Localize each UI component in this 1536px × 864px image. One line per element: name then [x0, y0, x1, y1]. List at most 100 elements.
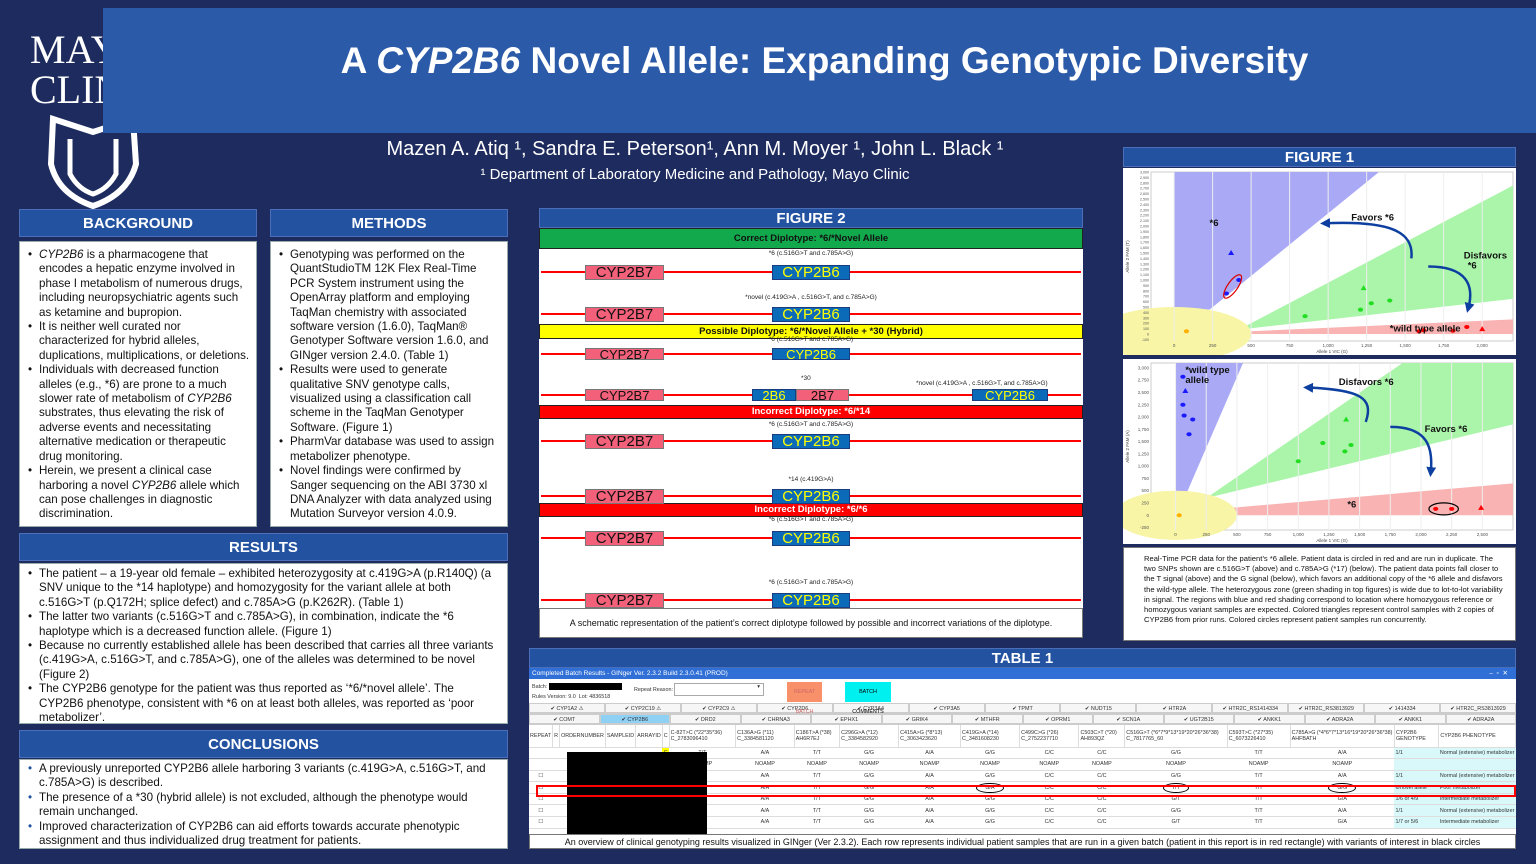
gene-tab[interactable]: ✔ HTR2C_RS1414334 [1212, 703, 1289, 713]
table-cell [552, 816, 560, 829]
repeat-cell[interactable]: ☐ [529, 804, 553, 818]
batch-toolbar: Batch: Rules Version: 9.0 Lot: 4836518 R… [529, 679, 1516, 715]
bullet-item: Genotyping was performed on the QuantStu… [279, 248, 501, 363]
gene-tab[interactable]: ✔ CYP3A4 [832, 703, 909, 713]
gene-tab[interactable]: ✔ CHRNA3 [740, 714, 811, 724]
column-header[interactable]: C-82T>C (*22*35*36) C_2783096410 [669, 725, 737, 748]
gene-tab[interactable]: ✔ GRIK4 [881, 714, 952, 724]
cyp2b6-gene-box: CYP2B6 [772, 592, 850, 608]
plot-annotation: *6 [1347, 499, 1356, 510]
gene-tab[interactable]: ✔ ADRA2A [1445, 714, 1516, 724]
patient-row-highlight [536, 785, 1516, 797]
gene-tab[interactable]: ✔ HTR2C_RS3813929 [1288, 703, 1365, 713]
y-tick-label: -250 [1140, 525, 1150, 530]
gene-tab[interactable]: ✔ CYP2C9 ⚠ [680, 703, 757, 713]
allele-label: *novel (c.419G>A , c.516G>T, and c.785A>… [745, 294, 877, 301]
shield-icon [47, 114, 140, 210]
column-header[interactable]: C593T>C (*27*35) C_6073226410 [1227, 725, 1291, 748]
column-header[interactable]: C [662, 725, 670, 748]
genotype-call-cell: G/G [839, 781, 899, 794]
bullet-text: Genotyping was performed on the QuantStu… [290, 248, 489, 362]
gene-tab[interactable]: ✔ CYP3A5 [908, 703, 985, 713]
bullet-text: Improved characterization of CYP2B6 can … [39, 819, 460, 848]
genotype-call-cell: NOAMP [735, 758, 795, 771]
column-header[interactable]: R [552, 725, 561, 748]
sample-point [1183, 329, 1190, 334]
column-header[interactable]: SAMPLEID [605, 725, 637, 748]
allele-label: *6 (c.516G>T and c.785A>G) [768, 516, 854, 523]
background-section: CYP2B6 is a pharmacogene that encodes a … [19, 241, 257, 527]
column-header[interactable]: C415A>G (*8*13) C_3063423620 [898, 725, 961, 748]
repeat-batch-button[interactable]: REPEAT BATCH [787, 682, 822, 715]
y-tick-label: 1,500 [1138, 439, 1150, 444]
column-header[interactable]: C499C>G (*26) C_2752237710 [1019, 725, 1080, 748]
column-header[interactable]: C186T>A (*38) AH6R7EJ [794, 725, 841, 748]
repeat-cell[interactable]: ☐ [529, 816, 553, 829]
gene-tab[interactable]: ✔ TPMT [984, 703, 1061, 713]
column-header[interactable]: REPEAT [529, 725, 554, 748]
gene-tab[interactable]: ✔ ANKK1 [1234, 714, 1305, 724]
gene-tab[interactable]: ✔ HTR2C_RS3813929 [1440, 703, 1516, 713]
repeat-cell[interactable]: ☐ [529, 781, 553, 794]
y-tick-label: 2,200 [1140, 214, 1149, 218]
gene-tab[interactable]: ✔ OPRM1 [1022, 714, 1093, 724]
gene-tab[interactable]: ✔ NUDT15 [1060, 703, 1137, 713]
y-tick-label: 600 [1143, 300, 1149, 304]
repeat-cell[interactable]: ☐ [529, 770, 553, 783]
gene-tab[interactable]: ✔ CYP2C19 ⚠ [604, 703, 681, 713]
repeat-reason-select[interactable]: ▾ [674, 683, 764, 696]
heterozygous-region [1238, 185, 1513, 330]
y-tick-label: 300 [1143, 316, 1149, 320]
column-header[interactable]: ARRAYID [635, 725, 663, 748]
background-header: BACKGROUND [19, 209, 257, 237]
gene-tab[interactable]: ✔ 1414334 [1364, 703, 1441, 713]
cyp2b7-gene-box: CYP2B7 [585, 530, 664, 546]
gene-tab[interactable]: ✔ EPHX1 [811, 714, 882, 724]
bullet-item: A previously unreported CYP2B6 allele ha… [28, 762, 501, 791]
control-triangle-point [1228, 249, 1235, 255]
gene-tab[interactable]: ✔ ADRA2A [1304, 714, 1375, 724]
column-header[interactable]: C785A>G (*4*6*7*13*16*19*20*26*36*38) AH… [1290, 725, 1395, 748]
table-row[interactable]: ☐T/TA/AT/TG/GA/AG/GC/CC/CG/GT/TA/A1/1Nor… [529, 804, 1516, 818]
column-header[interactable]: C516G>T (*6*7*9*13*19*20*26*36*38) C_781… [1124, 725, 1228, 748]
genotype-call-cell: A/A [898, 770, 961, 783]
bullet-text: substrates, thus elevating the risk of a… [39, 406, 226, 463]
bullet-item: Novel findings were confirmed by Sanger … [279, 464, 501, 522]
x-tick-label: 750 [1286, 343, 1294, 348]
gene-tab[interactable]: ✔ CYP2D6 [756, 703, 833, 713]
gene-tab[interactable]: ✔ UGT2B15 [1163, 714, 1234, 724]
gene-tab[interactable]: ✔ DRD2 [670, 714, 741, 724]
gene-tab[interactable]: ✔ MTHFR [952, 714, 1023, 724]
column-header[interactable]: CYP2B6 GENOTYPE [1394, 725, 1440, 748]
gene-tab[interactable]: ✔ SCN1A [1093, 714, 1164, 724]
gene-tab[interactable]: ✔ ANKK1 [1375, 714, 1446, 724]
genotype-call-cell: C/C [1019, 804, 1079, 818]
gene-tab[interactable]: ✔ CYP1A2 ⚠ [529, 703, 605, 713]
column-header[interactable]: C136A>G (*11) C_3384581120 [735, 725, 795, 748]
sample-point [1416, 329, 1422, 334]
conclusions-section: A previously unreported CYP2B6 allele ha… [19, 759, 508, 849]
y-axis-label: Allele 2 FAM (A) [1125, 430, 1130, 463]
gene-tab[interactable]: ✔ CYP2B6 [599, 714, 670, 724]
x-tick-label: 500 [1247, 343, 1255, 348]
cyp2b6-gene-box: CYP2B6 [972, 389, 1048, 402]
genotype-call-cell: T/T [1227, 781, 1291, 794]
plot-annotation: *wild type allele [1390, 323, 1461, 334]
patient-point [1236, 277, 1242, 282]
gene-tab[interactable]: ✔ HTR2A [1136, 703, 1213, 713]
window-controls[interactable]: – ▫ ✕ [1489, 670, 1508, 677]
column-header[interactable]: C503C>T (*20) AH893QZ [1078, 725, 1126, 748]
y-tick-label: 2,600 [1140, 192, 1149, 196]
bullet-text: It is neither well curated nor character… [39, 320, 250, 362]
gene-tab[interactable]: ✔ COMT [529, 714, 600, 724]
ginger-window: Completed Batch Results - GINger Ver. 2.… [529, 668, 1516, 834]
column-header[interactable]: C419G>A (*14) C_3481608230 [960, 725, 1021, 748]
batch-comments-button[interactable]: BATCH COMMENTS [845, 682, 891, 715]
y-tick-label: 1,900 [1140, 230, 1149, 234]
column-header[interactable]: ORDERNUMBER [559, 725, 606, 748]
column-header[interactable]: CYP2B6 PHENOTYPE [1438, 725, 1516, 748]
plot-annotation: Disfavors *6 [1339, 377, 1394, 388]
column-header[interactable]: C296G>A (*12) C_3384582920 [839, 725, 900, 748]
allele-label: *novel (c.419G>A , c.516G>T, and c.785A>… [916, 380, 1048, 387]
sample-point [1342, 449, 1348, 454]
